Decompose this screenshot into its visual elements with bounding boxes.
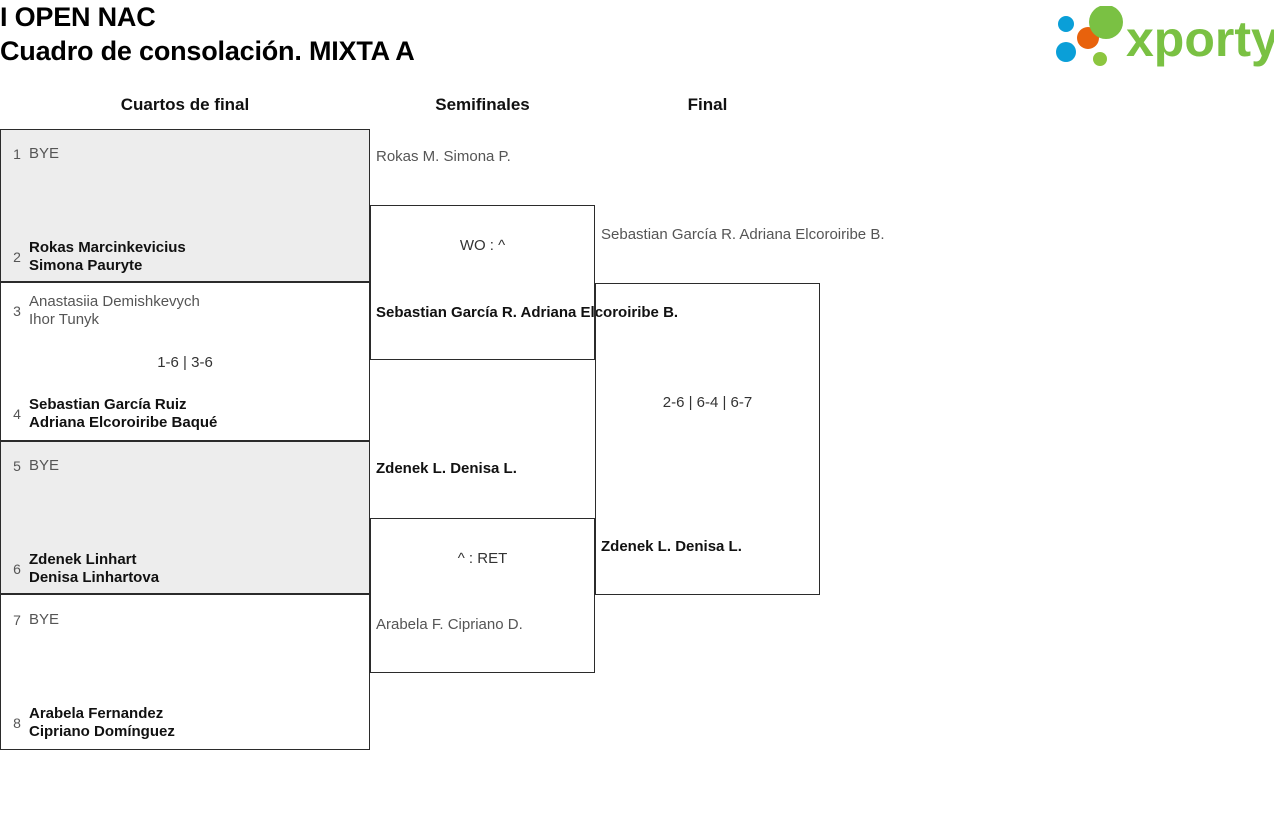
- match-r1-2-score: 1-6 | 3-6: [157, 354, 213, 371]
- player-names: Zdenek Linhart Denisa Linhartova: [29, 551, 160, 586]
- player-names: BYE: [29, 611, 60, 628]
- match-r2-2-slot-bottom[interactable]: Arabela F. Cipriano D.: [376, 616, 523, 633]
- match-r2-2[interactable]: ^ : RET: [370, 518, 595, 673]
- match-r2-1-slot-top[interactable]: Rokas M. Simona P.: [376, 148, 511, 165]
- match-r1-4-slot-bottom[interactable]: 8 Arabela Fernandez Cipriano Domínguez: [1, 705, 369, 741]
- round-header-final: Final: [687, 95, 728, 114]
- seed-number: 7: [13, 612, 21, 628]
- match-r3-1-slot-top[interactable]: Sebastian García R. Adriana Elcoroiribe …: [601, 226, 885, 243]
- match-r2-1[interactable]: WO : ^: [370, 205, 595, 360]
- match-r1-1-slot-top[interactable]: 1 BYE: [1, 145, 369, 163]
- logo-dots-icon: [1056, 6, 1123, 66]
- match-r1-1-slot-bottom[interactable]: 2 Rokas Marcinkevicius Simona Pauryte: [1, 239, 369, 275]
- match-r1-4[interactable]: 7 BYE 8 Arabela Fernandez Cipriano Domín…: [0, 594, 370, 750]
- seed-number: 4: [13, 406, 21, 422]
- seed-number: 6: [13, 561, 21, 577]
- player-names: Anastasiia Demishkevych Ihor Tunyk: [29, 293, 200, 328]
- seed-number: 3: [13, 303, 21, 319]
- seed-number: 2: [13, 249, 21, 265]
- match-r2-1-slot-bottom[interactable]: Sebastian García R. Adriana Elcoroiribe …: [376, 304, 679, 321]
- xporty-logo[interactable]: xporty: [1044, 6, 1274, 68]
- seed-number: 1: [13, 146, 21, 162]
- match-r1-2-slot-bottom[interactable]: 4 Sebastian García Ruiz Adriana Elcoroir…: [1, 396, 369, 432]
- logo-wordmark: xporty: [1126, 11, 1274, 67]
- player-names: Arabela Fernandez Cipriano Domínguez: [29, 705, 175, 740]
- match-r3-1-score: 2-6 | 6-4 | 6-7: [662, 394, 753, 411]
- round-header-quarterfinals: Cuartos de final: [120, 95, 250, 114]
- bracket-subtitle: Cuadro de consolación. MIXTA A: [0, 36, 415, 66]
- round-header-semifinals: Semifinales: [435, 95, 530, 114]
- match-r1-3-slot-top[interactable]: 5 BYE: [1, 457, 369, 475]
- match-r3-1[interactable]: 2-6 | 6-4 | 6-7: [595, 283, 820, 595]
- player-names: Sebastian García Ruiz Adriana Elcoroirib…: [29, 396, 218, 431]
- tournament-name: I OPEN NAC: [0, 2, 156, 32]
- match-r2-2-score: ^ : RET: [457, 550, 508, 567]
- match-r2-2-slot-top[interactable]: Zdenek L. Denisa L.: [376, 460, 517, 477]
- player-names: Rokas Marcinkevicius Simona Pauryte: [29, 239, 186, 274]
- match-r2-1-score: WO : ^: [459, 237, 506, 254]
- page-header: I OPEN NAC Cuadro de consolación. MIXTA …: [0, 0, 1280, 80]
- match-r1-4-slot-top[interactable]: 7 BYE: [1, 611, 369, 629]
- player-names: BYE: [29, 457, 60, 474]
- match-r1-3-slot-bottom[interactable]: 6 Zdenek Linhart Denisa Linhartova: [1, 551, 369, 587]
- match-r1-2[interactable]: 3 Anastasiia Demishkevych Ihor Tunyk 1-6…: [0, 282, 370, 441]
- seed-number: 5: [13, 458, 21, 474]
- match-r1-3[interactable]: 5 BYE 6 Zdenek Linhart Denisa Linhartova: [0, 441, 370, 594]
- match-r1-2-slot-top[interactable]: 3 Anastasiia Demishkevych Ihor Tunyk: [1, 293, 369, 329]
- match-r1-1[interactable]: 1 BYE 2 Rokas Marcinkevicius Simona Paur…: [0, 129, 370, 282]
- page-title: I OPEN NAC Cuadro de consolación. MIXTA …: [0, 0, 415, 68]
- player-names: BYE: [29, 145, 60, 162]
- match-r3-1-slot-bottom[interactable]: Zdenek L. Denisa L.: [601, 538, 742, 555]
- seed-number: 8: [13, 715, 21, 731]
